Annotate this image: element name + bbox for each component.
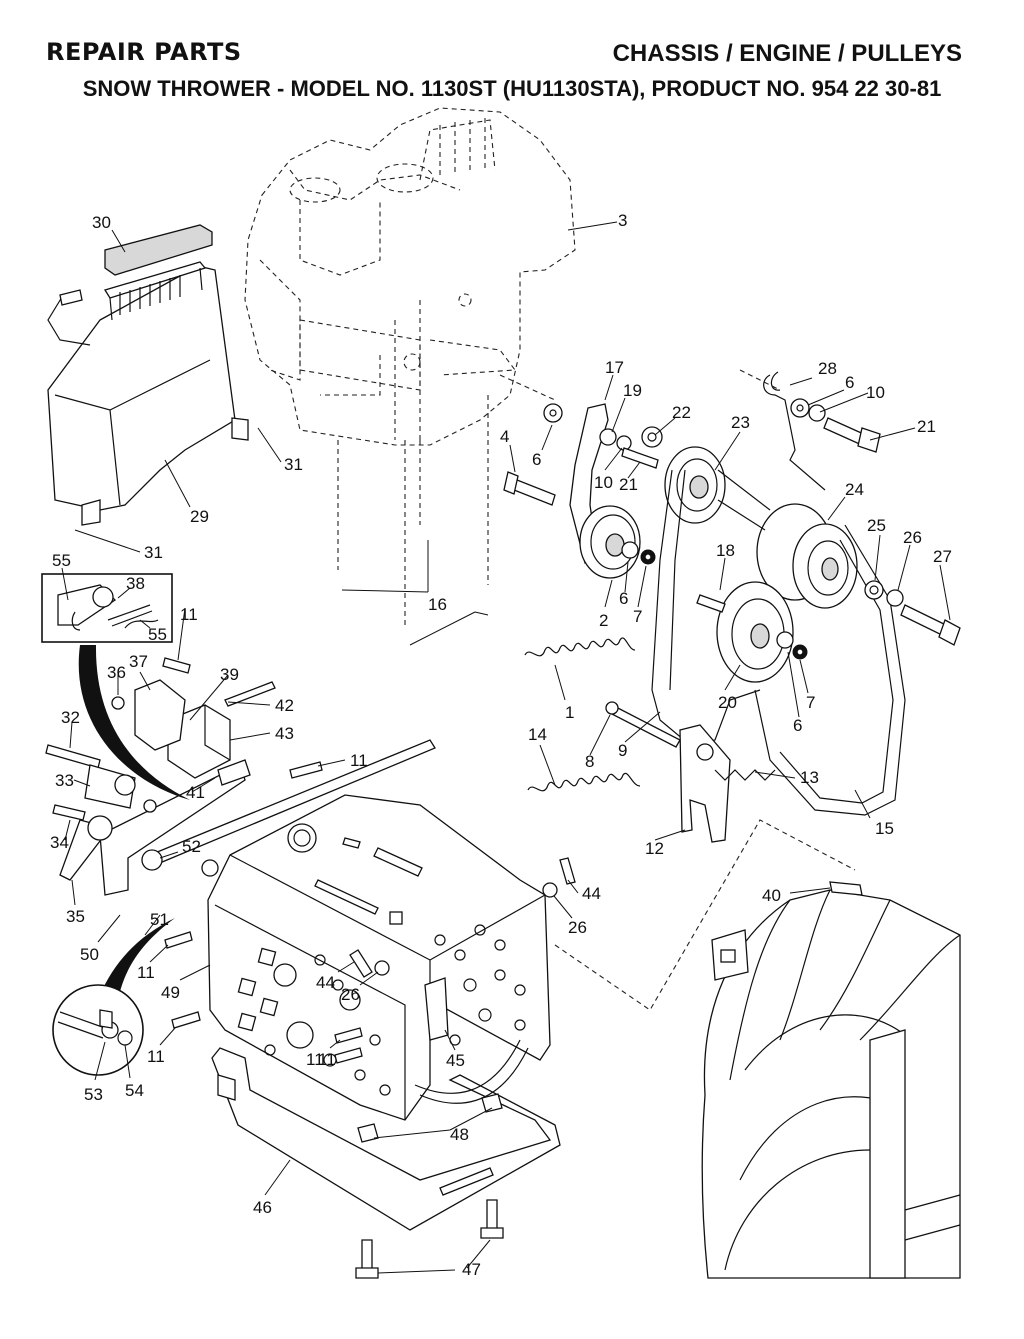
callout-38: 38	[126, 574, 145, 593]
callout-47: 47	[462, 1260, 481, 1279]
callout-11: 11	[350, 751, 368, 770]
callout-39: 39	[220, 665, 239, 684]
callout-13: 13	[800, 768, 819, 787]
callout-26: 26	[341, 985, 360, 1004]
callout-27: 27	[933, 547, 952, 566]
callout-42: 42	[275, 696, 294, 715]
callout-14: 14	[528, 725, 547, 744]
callout-18: 18	[716, 541, 735, 560]
callout-20: 20	[718, 693, 737, 712]
callout-35: 35	[66, 907, 85, 926]
callout-26: 26	[568, 918, 587, 937]
callout-31: 31	[144, 543, 163, 562]
callout-26: 26	[903, 528, 922, 547]
callout-8: 8	[585, 752, 594, 771]
inset-pin-detail	[52, 984, 144, 1076]
callout-52: 52	[182, 837, 201, 856]
callout-23: 23	[731, 413, 750, 432]
callout-32: 32	[61, 708, 80, 727]
callout-17: 17	[605, 358, 624, 377]
callout-37: 37	[129, 652, 148, 671]
callout-6: 6	[793, 716, 802, 735]
callout-11: 11	[306, 1050, 324, 1069]
callout-31: 31	[284, 455, 303, 474]
callout-leaders	[61, 221, 951, 1274]
callout-24: 24	[845, 480, 864, 499]
callout-45: 45	[446, 1051, 465, 1070]
header-section-title: CHASSIS / ENGINE / PULLEYS	[612, 40, 962, 67]
callout-44: 44	[582, 884, 601, 903]
callout-2: 2	[599, 611, 608, 630]
callout-15: 15	[875, 819, 894, 838]
callout-11: 11	[137, 963, 155, 982]
callout-44: 44	[316, 973, 335, 992]
inset-hairpin-detail	[41, 573, 173, 643]
callout-40: 40	[762, 886, 781, 905]
callout-11: 11	[147, 1047, 165, 1066]
callout-43: 43	[275, 724, 294, 743]
callout-10: 10	[594, 473, 613, 492]
belt-cover-shroud	[47, 224, 249, 526]
callout-11: 11	[180, 605, 198, 624]
callout-7: 7	[806, 693, 815, 712]
callout-55: 55	[52, 551, 71, 570]
callout-6: 6	[845, 373, 854, 392]
callout-33: 33	[55, 771, 74, 790]
callout-9: 9	[618, 741, 627, 760]
callout-1: 1	[565, 703, 574, 722]
callout-48: 48	[450, 1125, 469, 1144]
callout-19: 19	[623, 381, 642, 400]
auger-housing	[554, 819, 961, 1279]
callout-36: 36	[107, 663, 126, 682]
callout-30: 30	[92, 213, 111, 232]
callout-46: 46	[253, 1198, 272, 1217]
chassis-frame	[45, 657, 576, 1279]
callout-29: 29	[190, 507, 209, 526]
callout-25: 25	[867, 516, 886, 535]
callout-49: 49	[161, 983, 180, 1002]
callout-6: 6	[532, 450, 541, 469]
callout-11: 11	[318, 1050, 336, 1069]
callout-21: 21	[917, 417, 936, 436]
header-model-subtitle: SNOW THROWER - MODEL NO. 1130ST (HU1130S…	[82, 76, 942, 101]
callout-51: 51	[150, 910, 169, 929]
callout-4: 4	[500, 427, 509, 446]
callout-3: 3	[618, 211, 627, 230]
pulley-assembly	[503, 369, 961, 843]
header-repair-parts: REPAIR PARTS	[46, 38, 242, 66]
callout-12: 12	[645, 839, 664, 858]
callout-41: 41	[186, 783, 205, 802]
callout-6: 6	[619, 589, 628, 608]
callout-21: 21	[619, 475, 638, 494]
callout-labels: 1 2 3 4 6 6 6 6 7 7 8 9 10 10 11 11 11 1…	[50, 211, 952, 1279]
callout-54: 54	[125, 1081, 144, 1100]
callout-28: 28	[818, 359, 837, 378]
callout-16: 16	[428, 595, 447, 614]
callout-22: 22	[672, 403, 691, 422]
callout-10: 10	[866, 383, 885, 402]
callout-50: 50	[80, 945, 99, 964]
callout-53: 53	[84, 1085, 103, 1104]
callout-34: 34	[50, 833, 69, 852]
callout-55: 55	[148, 625, 167, 644]
callout-7: 7	[633, 607, 642, 626]
engine-outline	[244, 107, 576, 446]
